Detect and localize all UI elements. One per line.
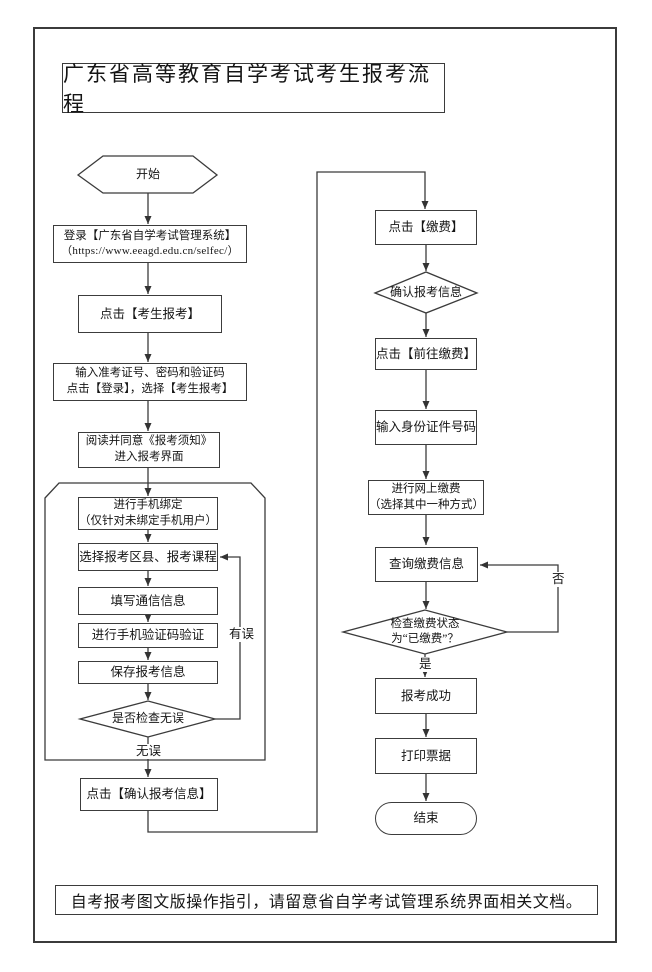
node-online-pay-line2: （选择其中一种方式） xyxy=(369,498,484,511)
confirm-pay-diamond-shape xyxy=(373,271,479,314)
page-title: 广东省高等教育自学考试考生报考流程 xyxy=(62,62,445,116)
node-confirm-pay-info: 确认报考信息 xyxy=(389,285,462,300)
edge-no-loop xyxy=(480,561,559,633)
node-go-pay: 点击【前往缴费】 xyxy=(375,338,477,370)
node-login: 登录【广东省自学考试管理系统】 （https://www.eeagd.edu.c… xyxy=(53,225,247,263)
node-login-url: （https://www.eeagd.edu.cn/selfec/） xyxy=(61,245,239,258)
node-check-paid-line1: 检查缴费状态 xyxy=(390,618,460,631)
node-read-notice: 阅读并同意《报考须知》 进入报考界面 xyxy=(78,432,220,468)
node-online-pay-line1: 进行网上缴费 xyxy=(391,482,461,495)
edge-label-error: 有误 xyxy=(227,627,257,642)
node-click-pay: 点击【缴费】 xyxy=(375,210,477,245)
edge-label-no-error: 无误 xyxy=(134,744,164,759)
node-bind-phone: 进行手机绑定 （仅针对未绑定手机用户） xyxy=(78,497,218,530)
node-confirm-info: 点击【确认报考信息】 xyxy=(80,778,218,811)
footer-note: 自考报考图文版操作指引，请留意省自学考试管理系统界面相关文档。 xyxy=(55,885,598,915)
node-check-ok: 是否检查无误 xyxy=(111,711,184,726)
subprocess-container-shape xyxy=(44,482,266,761)
node-check-paid-line2: 为“已缴费”？ xyxy=(391,633,459,645)
node-input-credentials: 输入准考证号、密码和验证码 点击【登录】，选择【考生报考】 xyxy=(53,363,247,401)
node-verify-sms: 进行手机验证码验证 xyxy=(78,623,218,648)
edge-confirm-to-pay xyxy=(147,171,429,833)
node-fill-contact: 填写通信信息 xyxy=(78,587,218,615)
node-print-receipt: 打印票据 xyxy=(375,738,477,774)
node-success: 报考成功 xyxy=(375,678,477,714)
node-save-info: 保存报考信息 xyxy=(78,661,218,684)
node-read-notice-line2: 进入报考界面 xyxy=(114,451,184,463)
node-input-credentials-line2: 点击【登录】，选择【考生报考】 xyxy=(66,383,234,395)
edge-label-yes: 是 xyxy=(417,657,434,672)
node-online-pay: 进行网上缴费 （选择其中一种方式） xyxy=(368,480,484,515)
node-check-paid: 检查缴费状态 为“已缴费”？ xyxy=(365,615,485,649)
node-login-line1: 登录【广东省自学考试管理系统】 xyxy=(63,229,237,242)
node-select-course: 选择报考区县、报考课程 xyxy=(78,543,218,571)
edge-label-no: 否 xyxy=(550,572,567,587)
start-hexagon-shape xyxy=(76,155,219,194)
outer-frame xyxy=(33,27,617,943)
node-click-register: 点击【考生报考】 xyxy=(78,295,222,333)
node-bind-phone-line2: （仅针对未绑定手机用户） xyxy=(79,514,217,527)
node-query-pay: 查询缴费信息 xyxy=(375,547,478,582)
node-bind-phone-line1: 进行手机绑定 xyxy=(113,498,183,511)
node-read-notice-line1: 阅读并同意《报考须知》 xyxy=(85,435,213,448)
node-start: 开始 xyxy=(135,167,160,182)
node-input-credentials-line1: 输入准考证号、密码和验证码 xyxy=(75,367,225,380)
node-input-id: 输入身份证件号码 xyxy=(375,410,477,445)
node-end: 结束 xyxy=(375,802,477,835)
